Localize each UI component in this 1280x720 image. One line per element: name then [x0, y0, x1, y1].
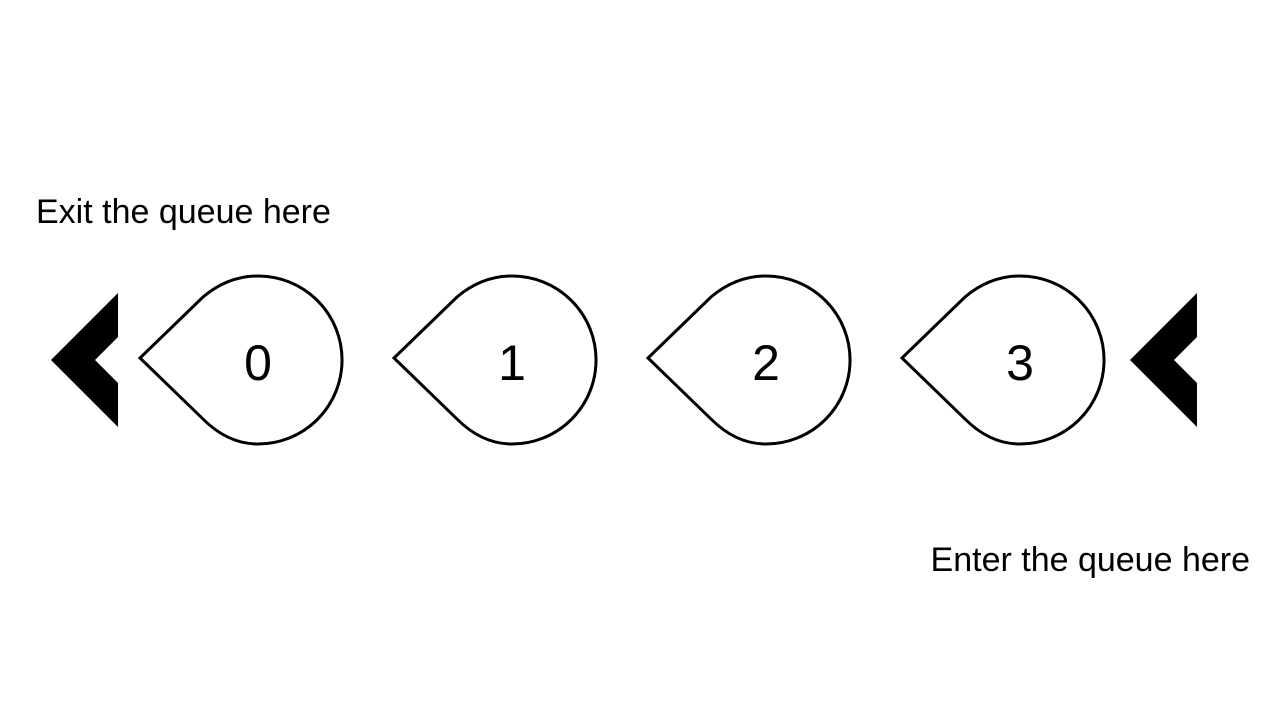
- exit-chevron-icon: [51, 293, 118, 427]
- queue-item-number: 1: [498, 335, 526, 391]
- teardrop-shape: [899, 274, 1106, 446]
- enter-chevron-icon: [1130, 293, 1197, 427]
- queue-item-0: 0: [137, 274, 344, 446]
- queue-item-number: 3: [1006, 335, 1034, 391]
- queue-item-1: 1: [391, 274, 598, 446]
- queue-item-2: 2: [645, 274, 852, 446]
- queue-item-3: 3: [899, 274, 1106, 446]
- exit-label: Exit the queue here: [36, 193, 331, 231]
- queue-item-number: 0: [244, 335, 272, 391]
- teardrop-shape: [645, 274, 852, 446]
- queue-item-number: 2: [752, 335, 780, 391]
- enter-label: Enter the queue here: [930, 541, 1250, 579]
- teardrop-shape: [391, 274, 598, 446]
- teardrop-shape: [137, 274, 344, 446]
